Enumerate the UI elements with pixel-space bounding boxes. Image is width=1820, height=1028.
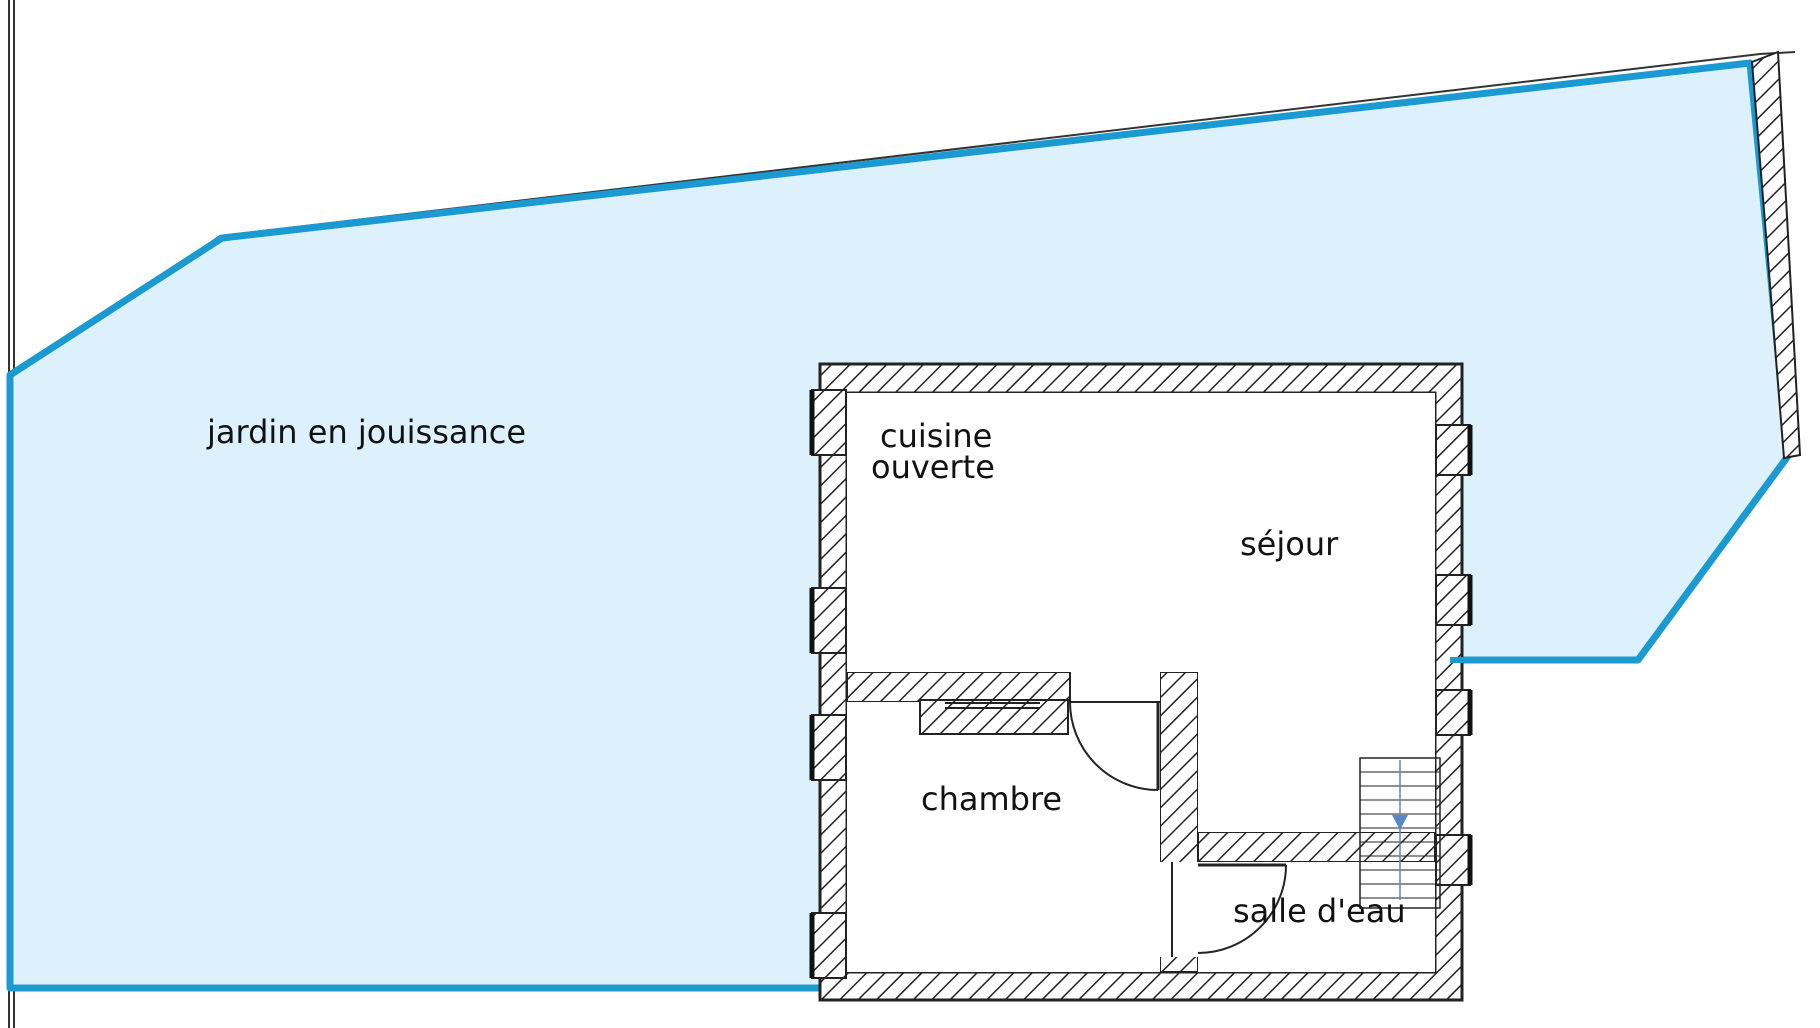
window [1435,689,1471,736]
kitchen-label-line1: cuisine [880,417,992,455]
closet-rail [945,702,1040,709]
shower-room-floor [1198,862,1435,972]
garden-label: jardin en jouissance [206,413,526,451]
window [811,714,847,781]
living-room-label: séjour [1240,525,1339,563]
window [811,389,847,456]
bedroom-door [1069,672,1160,791]
bedroom-floor [847,702,1160,972]
garden-border [6,59,1792,992]
room-interiors [847,393,1435,972]
shower-room-label: salle d'eau [1233,892,1406,930]
bedroom-label: chambre [921,780,1062,818]
right-boundary-wall [1750,50,1802,460]
window [811,912,847,979]
kitchen-label-line2: ouverte [871,448,995,486]
shower-room-door [1160,862,1287,957]
window [1435,424,1471,476]
window [1435,574,1471,626]
staircase [1359,757,1441,909]
left-windows [809,389,847,979]
window [1435,834,1471,886]
stair-arrow-icon [1392,815,1408,830]
window [811,587,847,654]
living-room-floor [847,393,1435,832]
closet-block [919,699,1069,735]
right-windows [1435,424,1473,886]
